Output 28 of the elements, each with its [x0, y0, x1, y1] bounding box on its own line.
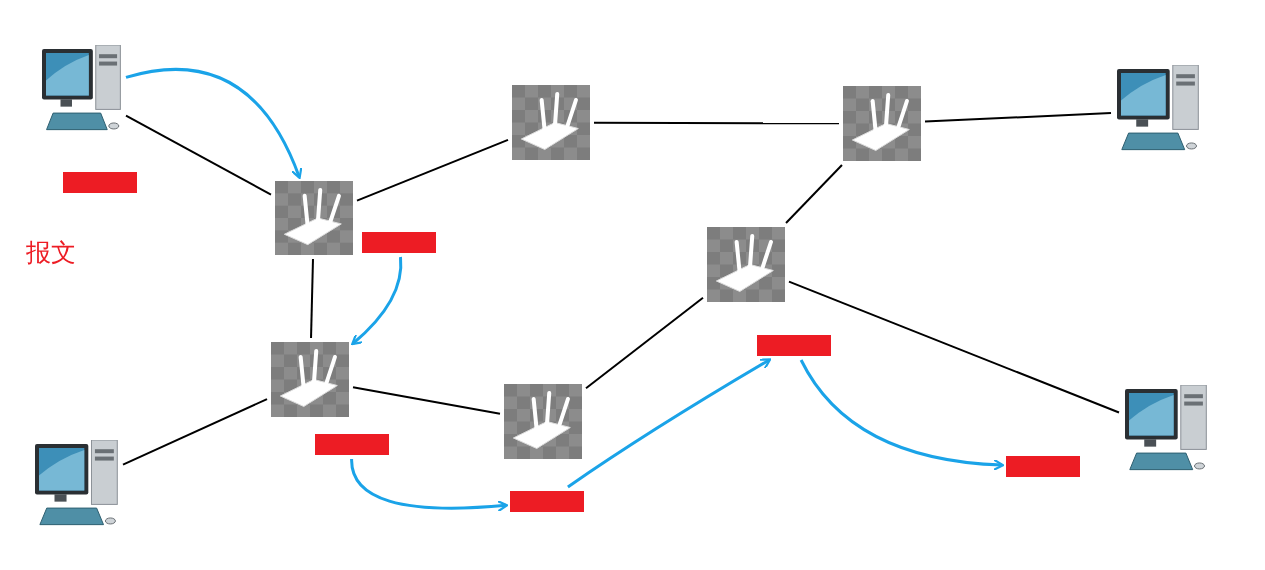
curved-arrow [351, 256, 403, 346]
connector-line [924, 112, 1112, 123]
curved-arrow [350, 458, 509, 513]
packet-bar [1006, 456, 1080, 477]
note-text: 报文 [26, 237, 76, 269]
packet-bar [510, 491, 584, 512]
connector-line [352, 386, 501, 415]
connector-line [593, 121, 840, 125]
router-icon [504, 384, 582, 459]
curved-arrow [567, 358, 772, 489]
packet-bar [315, 434, 389, 455]
connector-line [122, 398, 268, 466]
connector-line [310, 258, 314, 339]
curved-arrow [799, 359, 1005, 471]
connector-line [585, 296, 704, 390]
packet-bar [362, 232, 436, 253]
packet-bar [757, 335, 831, 356]
connector-line [356, 138, 509, 202]
router-icon [707, 227, 785, 302]
connector-line [125, 114, 272, 196]
packet-bar [63, 172, 137, 193]
connector-line [785, 164, 843, 224]
curved-arrow [125, 68, 302, 180]
router-icon [275, 181, 353, 255]
connector-line [788, 280, 1120, 414]
router-icon [843, 86, 921, 161]
router-icon [271, 342, 349, 417]
router-icon [512, 85, 590, 160]
